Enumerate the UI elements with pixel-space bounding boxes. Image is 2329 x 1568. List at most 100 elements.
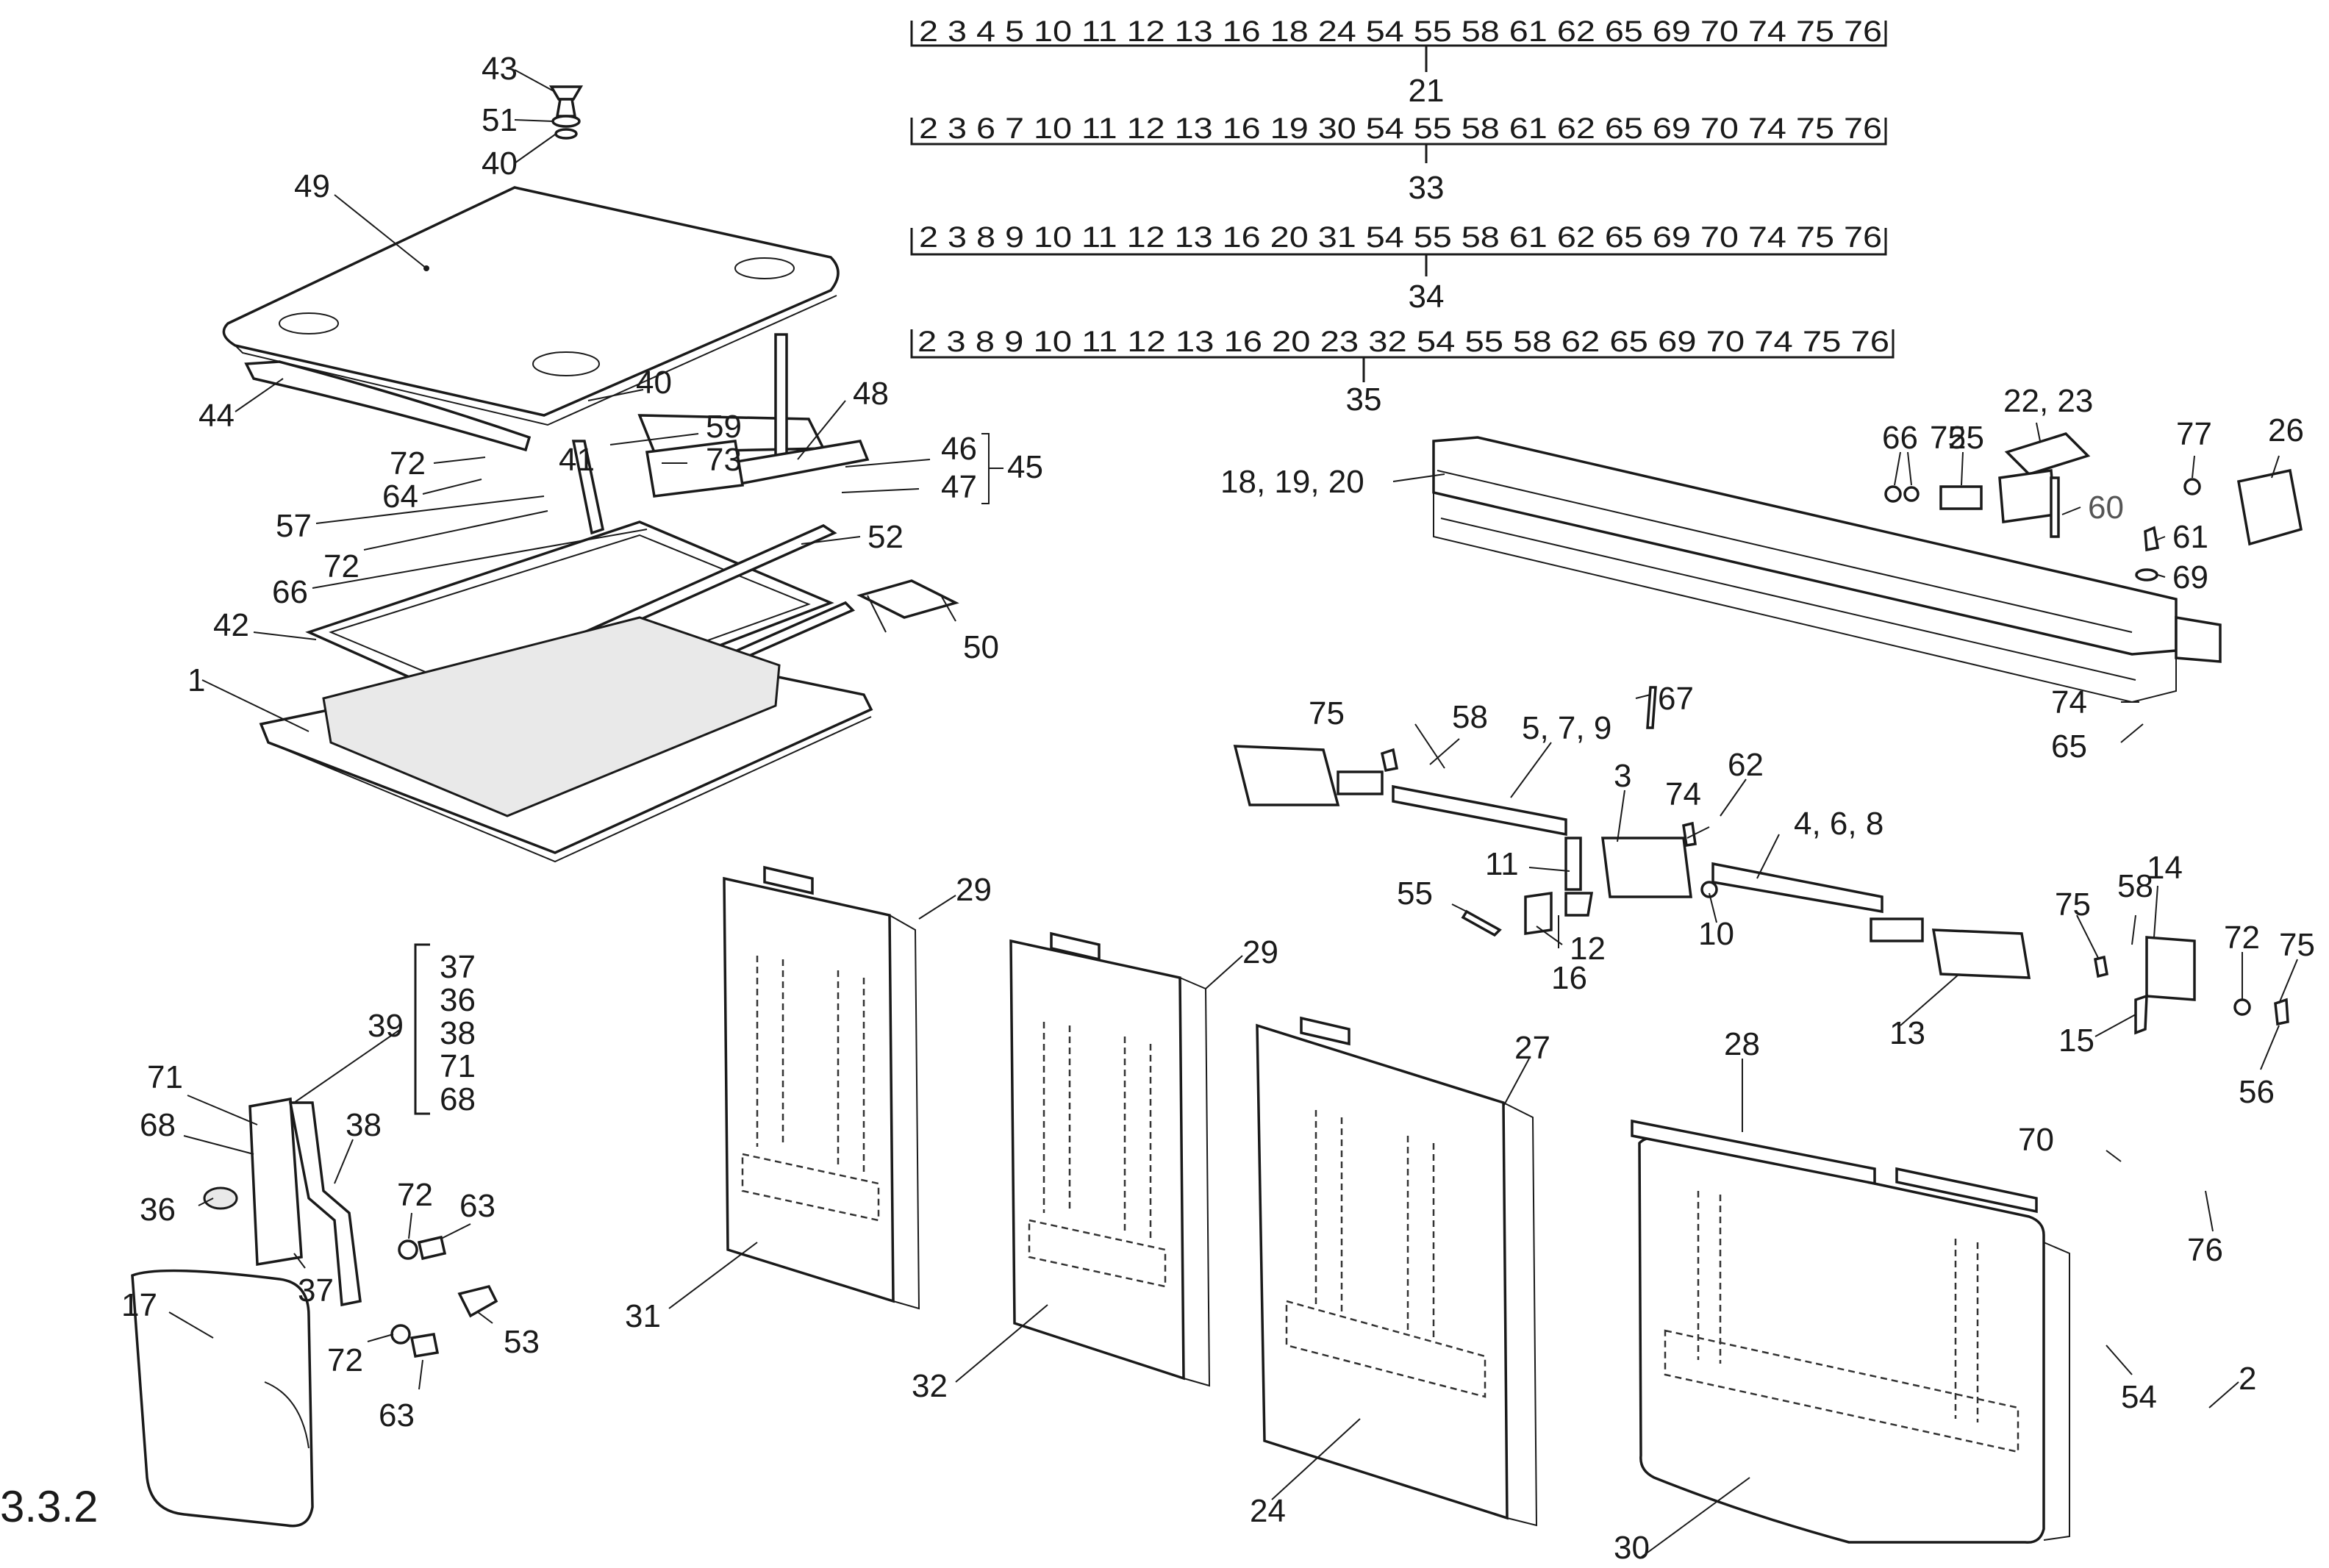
label-65: 65 — [2051, 728, 2087, 765]
kit-item: 68 — [440, 1081, 476, 1117]
label-5-7-9: 5, 7, 9 — [1522, 710, 1611, 746]
label-53: 53 — [504, 1324, 540, 1360]
label-39: 39 — [368, 1008, 404, 1044]
rail-18-icon — [1432, 436, 2222, 704]
label-71: 71 — [147, 1059, 183, 1095]
label-50: 50 — [963, 629, 999, 665]
hinge-39-icon — [131, 943, 498, 1528]
label-68: 68 — [140, 1107, 176, 1143]
label-58: 58 — [2117, 868, 2153, 904]
label-72: 72 — [390, 445, 426, 482]
label-59: 59 — [706, 409, 742, 445]
label-72: 72 — [323, 548, 359, 584]
bracket-45 — [981, 433, 1003, 504]
hinge-arms-icon — [571, 333, 870, 535]
kit-39-list: 37 36 38 71 68 — [440, 949, 476, 1117]
label-75: 75 — [2279, 927, 2315, 963]
label-58: 58 — [1452, 699, 1488, 735]
label-57: 57 — [276, 508, 312, 544]
label-2: 2 — [2239, 1361, 2256, 1397]
label-18-19-20: 18, 19, 20 — [1220, 464, 1364, 500]
lid-49-icon — [222, 186, 840, 426]
label-48: 48 — [853, 376, 889, 412]
label-11: 11 — [1485, 846, 1519, 882]
label-3: 3 — [1614, 758, 1631, 794]
arm-44-icon — [244, 360, 532, 452]
label-73: 73 — [706, 442, 742, 478]
series-items: 2 3 6 7 10 11 12 13 16 19 30 54 55 58 61… — [919, 112, 1882, 145]
label-32: 32 — [912, 1368, 948, 1404]
label-77: 77 — [2176, 416, 2212, 452]
label-44: 44 — [198, 398, 235, 434]
base-1-icon — [259, 616, 873, 863]
label-38: 38 — [346, 1107, 382, 1143]
label-31: 31 — [625, 1298, 661, 1334]
label-70: 70 — [2018, 1122, 2054, 1158]
label-1: 1 — [187, 662, 205, 698]
series-group-33: 2 3 6 7 10 11 12 13 16 19 30 54 55 58 61… — [910, 112, 1887, 206]
kit-item: 38 — [440, 1015, 476, 1051]
label-24: 24 — [1250, 1493, 1286, 1529]
label-63: 63 — [379, 1397, 415, 1433]
bracket-22-icon — [1884, 432, 2091, 538]
label-72: 72 — [2224, 920, 2260, 956]
label-49: 49 — [294, 168, 330, 204]
series-number: 33 — [1409, 170, 1445, 206]
label-72: 72 — [327, 1342, 363, 1378]
kit-item: 36 — [440, 982, 476, 1018]
label-22-23: 22, 23 — [2003, 383, 2093, 419]
label-60: 60 — [2088, 490, 2124, 526]
label-15: 15 — [2058, 1023, 2094, 1059]
door-31-icon — [723, 865, 920, 1310]
label-46: 46 — [941, 431, 977, 467]
label-75: 75 — [1309, 695, 1345, 731]
label-27: 27 — [1514, 1030, 1550, 1066]
label-72: 72 — [397, 1177, 433, 1213]
label-63: 63 — [459, 1188, 496, 1224]
kit-item: 71 — [440, 1048, 476, 1084]
handle-50-icon — [856, 579, 959, 633]
label-52: 52 — [867, 519, 904, 555]
series-number: 34 — [1409, 279, 1445, 315]
label-75: 75 — [1930, 420, 1966, 456]
label-36: 36 — [140, 1192, 176, 1228]
lock-mechanism-icon — [1233, 686, 2289, 1035]
label-74: 74 — [2051, 684, 2087, 720]
label-76: 76 — [2187, 1232, 2223, 1268]
series-number: 35 — [1346, 382, 1382, 418]
series-group-35: 2 3 8 9 10 11 12 13 16 20 23 32 54 55 58… — [910, 326, 1895, 418]
series-items: 2 3 8 9 10 11 12 13 16 20 31 54 55 58 61… — [919, 221, 1882, 254]
label-56: 56 — [2239, 1074, 2275, 1110]
label-61: 61 — [2172, 519, 2208, 555]
door-24-icon — [1256, 1016, 1538, 1527]
label-54: 54 — [2121, 1379, 2157, 1415]
label-55: 55 — [1397, 876, 1433, 912]
label-26: 26 — [2268, 412, 2304, 448]
label-45: 45 — [1007, 449, 1043, 485]
label-17: 17 — [121, 1287, 157, 1323]
label-29: 29 — [956, 872, 992, 908]
door-30-icon — [1631, 1119, 2070, 1544]
label-67: 67 — [1658, 681, 1694, 717]
label-74: 74 — [1665, 776, 1701, 812]
label-66: 66 — [1882, 420, 1918, 456]
label-75: 75 — [2055, 887, 2091, 923]
label-14: 14 — [2147, 850, 2183, 886]
label-42: 42 — [213, 607, 249, 643]
knob-43-icon — [548, 85, 584, 140]
label-10: 10 — [1698, 916, 1734, 952]
label-43: 43 — [482, 51, 518, 87]
label-4-6-8: 4, 6, 8 — [1794, 806, 1883, 842]
series-group-34: 2 3 8 9 10 11 12 13 16 20 31 54 55 58 61… — [910, 221, 1887, 315]
label-13: 13 — [1889, 1015, 1925, 1051]
label-62: 62 — [1728, 747, 1764, 783]
endcap-26-icon — [2135, 468, 2303, 581]
label-64: 64 — [382, 479, 418, 515]
label-40: 40 — [636, 365, 672, 401]
label-29: 29 — [1242, 934, 1278, 970]
kit-item: 37 — [440, 949, 476, 985]
label-69: 69 — [2172, 559, 2208, 595]
series-group-21: 2 3 4 5 10 11 12 13 16 18 24 54 55 58 61… — [910, 15, 1887, 109]
callout-leaders — [168, 69, 2298, 1559]
